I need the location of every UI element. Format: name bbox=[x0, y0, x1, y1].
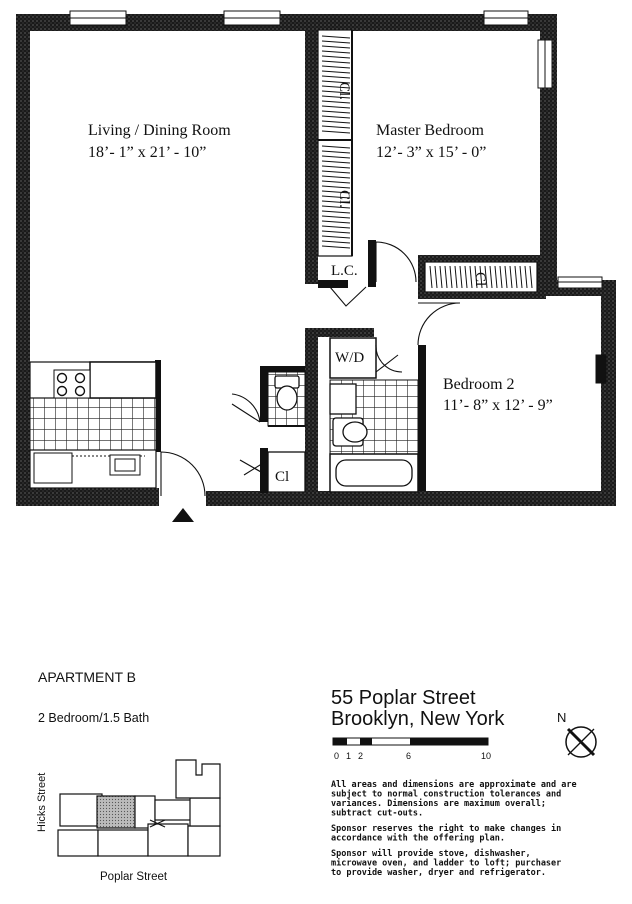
closet-label-lower: Cl. bbox=[336, 190, 352, 208]
scale-bar: 0 1 2 6 10 bbox=[332, 737, 491, 761]
full-bath bbox=[329, 337, 419, 493]
master-closets bbox=[317, 29, 353, 257]
bedroom2-name: Bedroom 2 bbox=[443, 376, 515, 393]
note-line: microwave oven, and ladder to loft; purc… bbox=[331, 858, 561, 869]
compass-icon bbox=[565, 726, 597, 758]
scale-tick-2: 2 bbox=[358, 751, 363, 761]
apartment-type: 2 Bedroom/1.5 Bath bbox=[38, 711, 149, 725]
hall-closet bbox=[239, 451, 306, 493]
door-swings bbox=[160, 241, 461, 497]
windows bbox=[69, 10, 607, 384]
site-street-vertical: Hicks Street bbox=[36, 773, 48, 832]
note-line: variances. Dimensions are maximum overal… bbox=[331, 798, 546, 809]
note-line: Sponsor will provide stove, dishwasher, bbox=[331, 848, 531, 859]
bedroom2-dims: 11’- 8” x 12’ - 9” bbox=[443, 397, 553, 414]
washer-dryer-label: W/D bbox=[335, 350, 364, 366]
address-line1: 55 Poplar Street bbox=[331, 687, 476, 709]
note-line: All areas and dimensions are approximate… bbox=[331, 779, 577, 790]
site-plan bbox=[57, 759, 221, 857]
master-bedroom-name: Master Bedroom bbox=[376, 122, 485, 139]
bedroom2-closet-label: Cl bbox=[472, 272, 488, 286]
note-line: Sponsor reserves the right to make chang… bbox=[331, 823, 561, 834]
note-line: to provide washer, dryer and refrigerato… bbox=[331, 867, 546, 878]
linen-closet-label: L.C. bbox=[331, 263, 358, 279]
scale-tick-0: 0 bbox=[334, 751, 339, 761]
entry-arrow-icon bbox=[172, 508, 194, 522]
notes-block: All areas and dimensions are approximate… bbox=[331, 779, 577, 878]
scale-tick-10: 10 bbox=[481, 751, 491, 761]
hall-closet-label: Cl bbox=[275, 469, 289, 485]
stove-icon bbox=[56, 372, 86, 397]
half-bath bbox=[267, 371, 306, 427]
note-line: accordance with the offering plan. bbox=[331, 833, 505, 844]
scale-tick-1: 1 bbox=[346, 751, 351, 761]
apartment-title: APARTMENT B bbox=[38, 669, 136, 685]
scale-tick-6: 6 bbox=[406, 751, 411, 761]
living-room-dims: 18’- 1” x 21’ - 10” bbox=[88, 144, 206, 161]
address-line2: Brooklyn, New York bbox=[331, 708, 505, 730]
bedroom2-closet bbox=[424, 261, 538, 293]
kitchen bbox=[29, 361, 157, 489]
master-bedroom-dims: 12’- 3” x 15’ - 0” bbox=[376, 144, 486, 161]
site-street-horizontal: Poplar Street bbox=[100, 871, 168, 883]
note-line: subtract cut-outs. bbox=[331, 809, 423, 819]
living-room-name: Living / Dining Room bbox=[88, 122, 231, 139]
closet-label-upper: Cl. bbox=[336, 82, 352, 100]
note-line: subject to normal construction tolerance… bbox=[331, 789, 561, 800]
compass-north-label: N bbox=[557, 710, 566, 725]
